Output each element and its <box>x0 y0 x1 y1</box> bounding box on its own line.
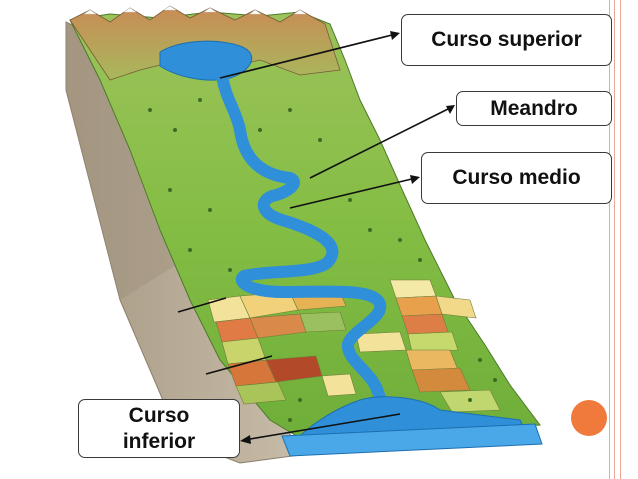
pointer-curso-superior <box>219 33 397 79</box>
pointer-curso-medio <box>289 177 417 209</box>
slide-edge-line <box>614 0 615 479</box>
arrowhead-curso-superior <box>390 31 400 40</box>
pointer-field-line-1 <box>177 297 227 313</box>
label-meandro-text: Meandro <box>490 96 578 120</box>
pointer-field-line-2 <box>205 355 273 375</box>
farmland-fields <box>207 279 501 413</box>
label-curso-superior: Curso superior <box>401 14 612 66</box>
mountain-lake <box>159 40 253 81</box>
label-curso-medio: Curso medio <box>421 152 612 204</box>
label-curso-superior-text: Curso superior <box>431 28 582 51</box>
arrowhead-curso-medio <box>410 175 420 184</box>
orange-circle-decoration <box>571 400 607 436</box>
pointer-curso-inferior <box>243 413 401 441</box>
slide-edge-line <box>609 0 610 479</box>
label-meandro: Meandro <box>456 91 612 126</box>
arrowheads <box>240 31 455 444</box>
label-curso-inferior-line2: inferior <box>122 429 196 453</box>
label-curso-inferior: Curso inferior <box>78 399 240 458</box>
river <box>216 70 396 444</box>
label-curso-inferior-line1: Curso <box>128 403 190 427</box>
arrowhead-curso-inferior <box>240 435 251 444</box>
label-curso-medio-text: Curso medio <box>452 166 581 189</box>
water-base <box>281 423 543 457</box>
pointer-lines <box>177 33 451 441</box>
snow-caps <box>83 5 307 15</box>
slide-edge-line <box>620 0 621 479</box>
pointer-meandro <box>309 107 451 179</box>
arrowhead-meandro <box>446 105 455 114</box>
